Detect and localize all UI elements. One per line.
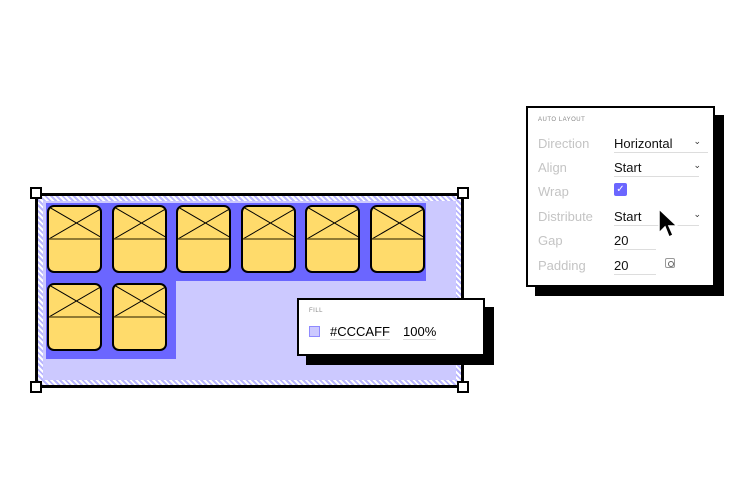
wrap-row[interactable]: Wrap ✓	[538, 182, 701, 202]
gap-label: Gap	[538, 233, 563, 248]
fill-hex-input[interactable]: #CCCAFF	[330, 324, 390, 340]
resize-handle-bottom-right[interactable]	[457, 381, 469, 393]
wrap-label: Wrap	[538, 184, 569, 199]
image-placeholder-card[interactable]	[47, 283, 102, 351]
fill-title: FILL	[309, 308, 324, 314]
image-placeholder-icon	[49, 207, 100, 240]
image-placeholder-icon	[113, 207, 165, 240]
fill-opacity-input[interactable]: 100%	[403, 324, 437, 340]
distribute-row[interactable]: Distribute Start ⌄	[538, 207, 701, 227]
image-placeholder-icon	[372, 207, 423, 240]
image-placeholder-icon	[49, 285, 100, 318]
wrap-checkbox[interactable]: ✓	[614, 183, 627, 196]
image-placeholder-card[interactable]	[111, 283, 167, 351]
frame-fill	[43, 201, 456, 380]
distribute-label: Distribute	[538, 209, 593, 224]
direction-label: Direction	[538, 136, 590, 151]
gap-row[interactable]: Gap 20	[538, 231, 701, 251]
direction-row[interactable]: Direction Horizontal ⌄	[538, 134, 708, 154]
resize-handle-bottom-left[interactable]	[30, 381, 42, 393]
image-placeholder-icon	[113, 285, 165, 318]
mouse-cursor-icon	[658, 207, 679, 239]
padding-label: Padding	[538, 258, 586, 273]
image-placeholder-card[interactable]	[370, 205, 425, 273]
fill-swatch[interactable]	[309, 326, 320, 337]
image-placeholder-card[interactable]	[47, 205, 102, 273]
gap-band-row-1	[46, 203, 426, 281]
chevron-down-icon[interactable]: ⌄	[693, 209, 701, 219]
align-row[interactable]: Align Start ⌄	[538, 158, 701, 178]
gap-input[interactable]: 20	[614, 233, 656, 250]
resize-handle-top-right[interactable]	[457, 187, 469, 199]
auto-layout-title: AUTO LAYOUT	[538, 117, 586, 123]
padding-input[interactable]: 20	[614, 258, 656, 275]
resize-handle-top-left[interactable]	[30, 187, 42, 199]
image-placeholder-icon	[307, 207, 359, 240]
image-placeholder-card[interactable]	[305, 205, 361, 273]
direction-select[interactable]: Horizontal	[614, 136, 708, 153]
chevron-down-icon[interactable]: ⌄	[693, 136, 701, 146]
distribute-select[interactable]: Start	[614, 209, 699, 226]
image-placeholder-card[interactable]	[176, 205, 232, 273]
align-select[interactable]: Start	[614, 160, 699, 177]
padding-row[interactable]: Padding 20	[538, 256, 701, 276]
align-label: Align	[538, 160, 567, 175]
image-placeholder-icon	[178, 207, 230, 240]
image-placeholder-card[interactable]	[111, 205, 167, 273]
fill-panel: FILL #CCCAFF 100%	[297, 298, 485, 356]
chevron-down-icon[interactable]: ⌄	[693, 160, 701, 170]
image-placeholder-card[interactable]	[240, 205, 296, 273]
auto-layout-panel: AUTO LAYOUT Direction Horizontal ⌄ Align…	[526, 106, 715, 287]
independent-padding-icon[interactable]	[665, 258, 675, 268]
image-placeholder-icon	[242, 207, 294, 240]
auto-layout-frame[interactable]	[35, 193, 464, 388]
